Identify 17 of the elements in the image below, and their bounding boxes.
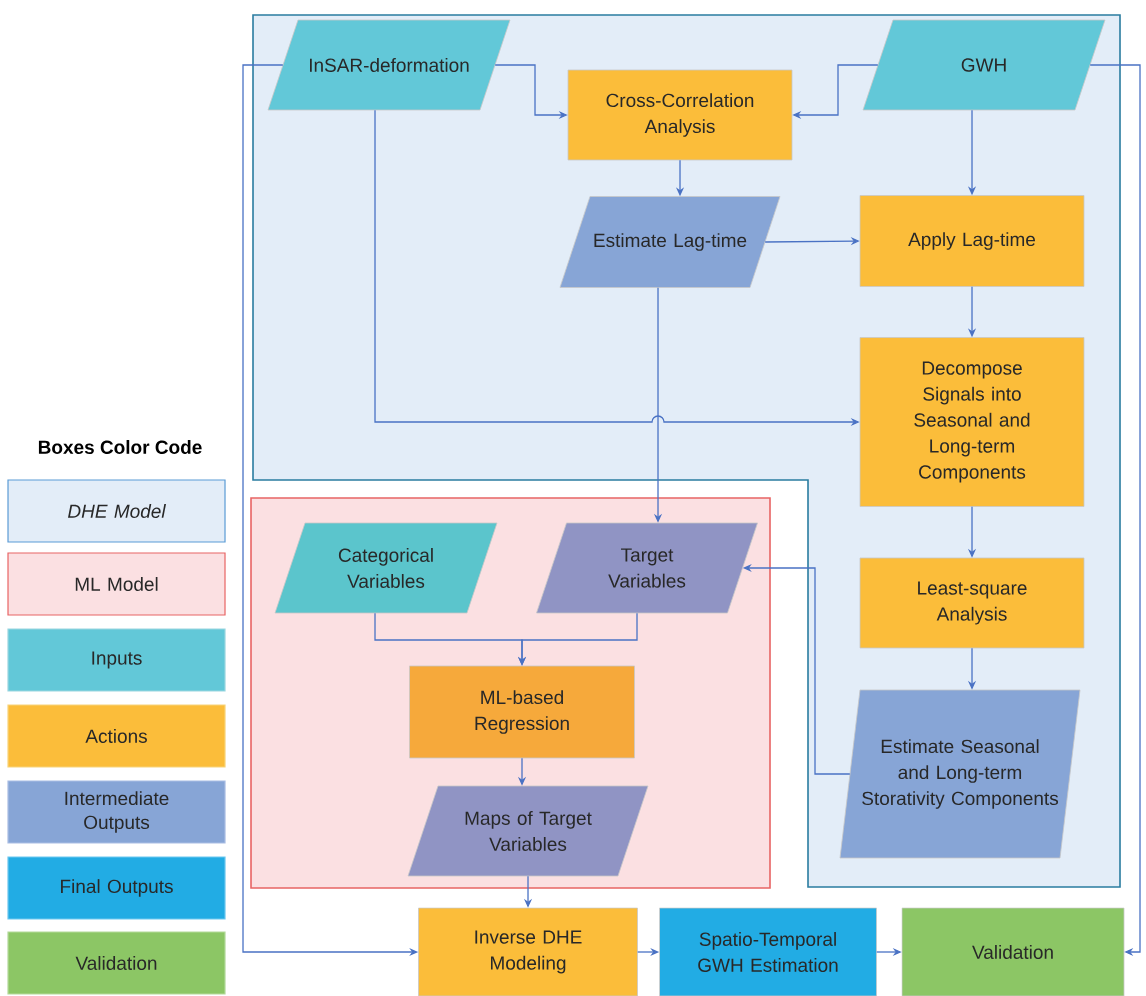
legend-title: Boxes Color Code bbox=[38, 440, 202, 454]
output-parallelogram: Estimate Lag-time bbox=[559, 196, 781, 288]
process-box: Cross-Correlation Analysis bbox=[567, 69, 793, 161]
arrow bbox=[1089, 64, 1141, 957]
input-parallelogram: Categorical Variables bbox=[274, 522, 498, 614]
input-parallelogram: InSAR-deformation bbox=[267, 19, 511, 111]
output-parallelogram: Estimate Seasonal and Long-term Storativity Components bbox=[839, 689, 1081, 859]
process-box: Decompose Signals into Seasonal and Long-term Components bbox=[859, 337, 1085, 507]
process-box: Apply Lag-time bbox=[859, 195, 1085, 287]
process-box: Inverse DHE Modeling bbox=[418, 907, 638, 996]
input-parallelogram: GWH bbox=[862, 19, 1106, 111]
output-parallelogram: Maps of Target Variables bbox=[407, 785, 649, 877]
output-parallelogram: Target Variables bbox=[536, 522, 758, 614]
process-box: ML-based Regression bbox=[409, 665, 635, 759]
process-box: Least-square Analysis bbox=[859, 557, 1085, 649]
process-box: Spatio-Temporal GWH Estimation bbox=[659, 907, 877, 996]
process-box: Validation bbox=[901, 907, 1125, 996]
